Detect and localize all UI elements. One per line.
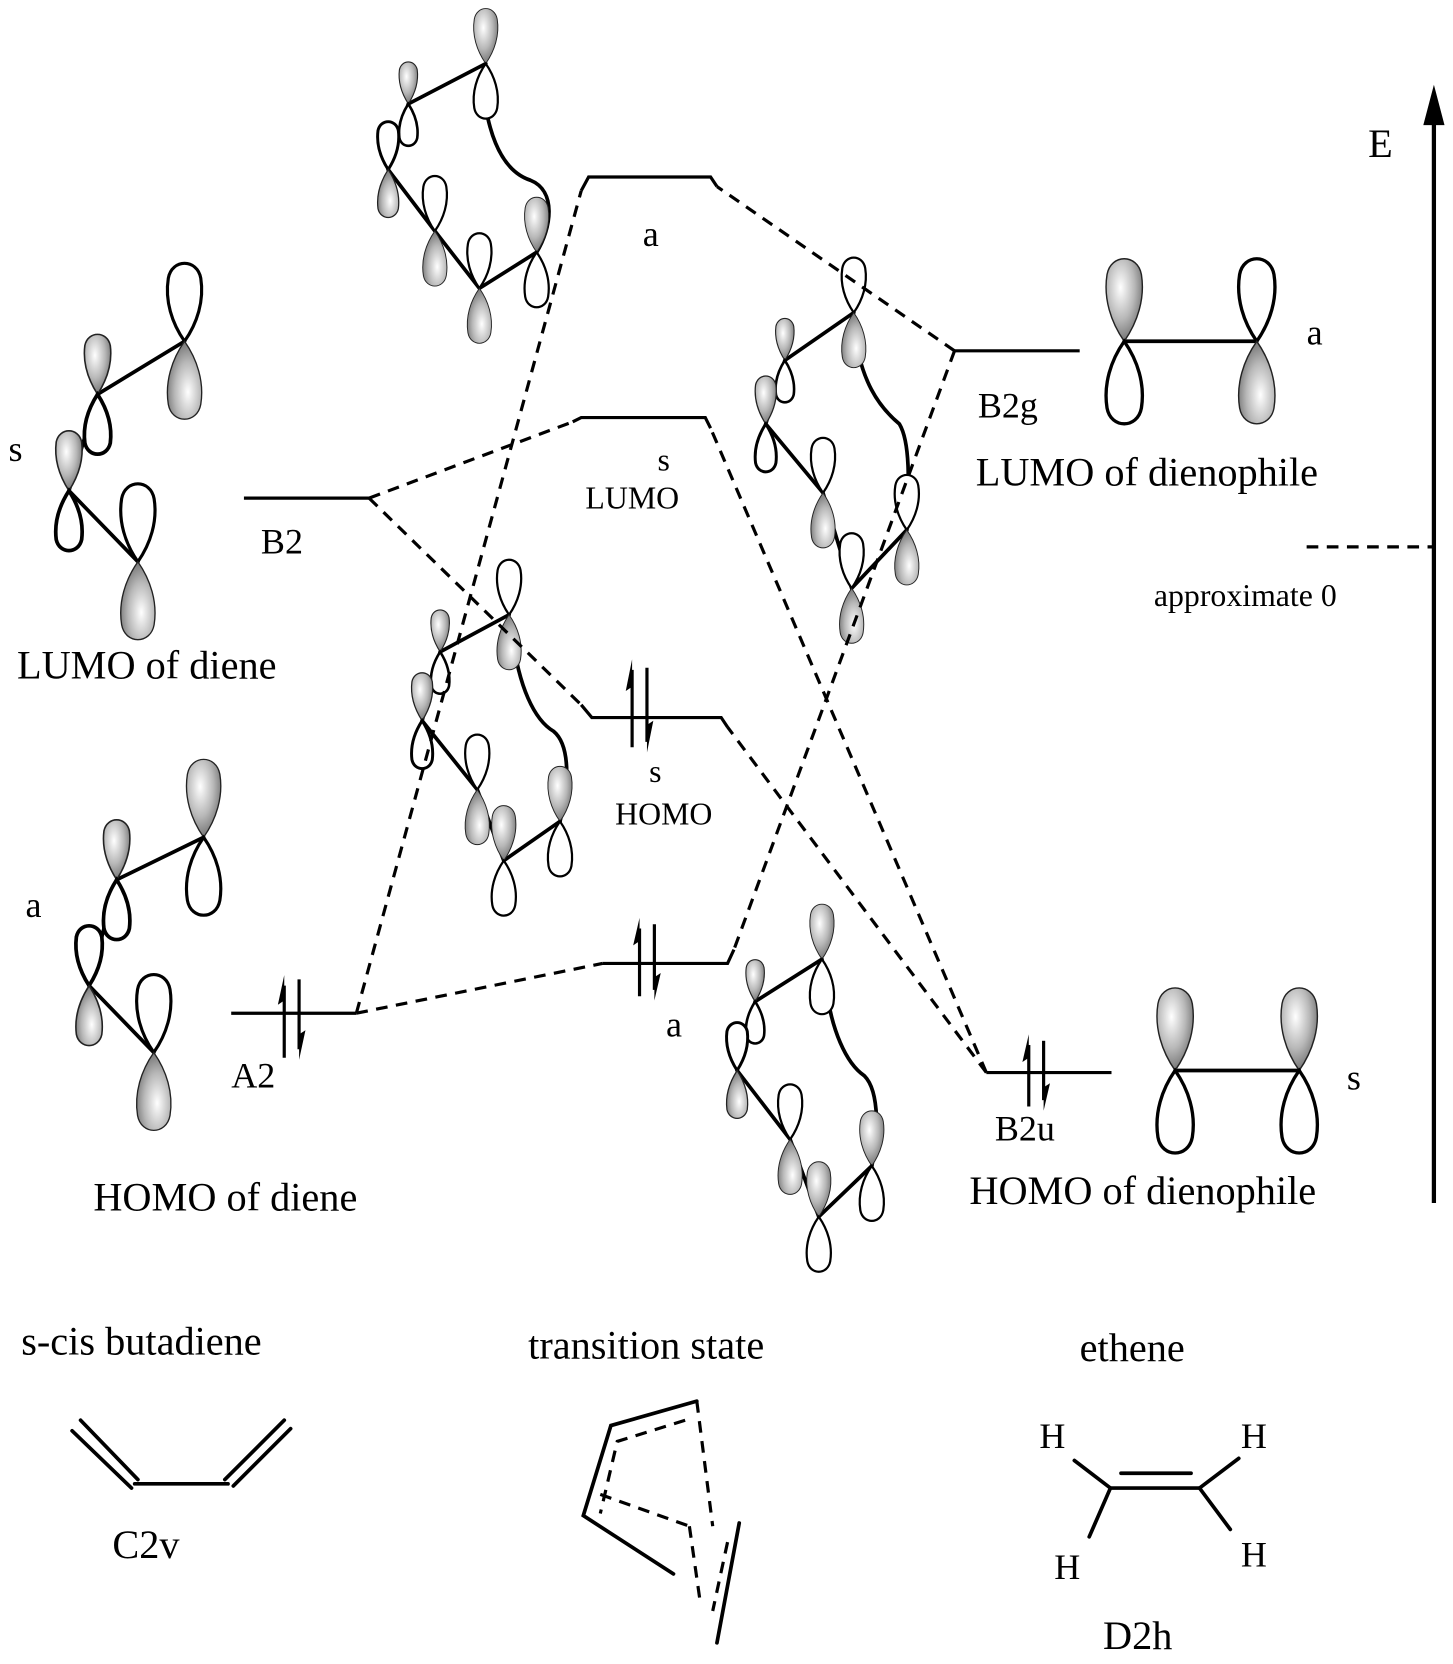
corr-diene-lumo-to-ts-s-lumo	[368, 420, 574, 500]
diene-homo-local-symmetry: a	[25, 885, 41, 925]
ts-level-s-lumo-symmetry: s	[658, 443, 670, 478]
diene-homo-symmetry: A2	[231, 1055, 275, 1095]
axis-arrowhead-icon	[1423, 84, 1445, 126]
dienophile-homo-symmetry: B2u	[995, 1108, 1055, 1148]
dienophile-homo-local-symmetry: s	[1347, 1058, 1361, 1098]
ts-level-s-lumo-tag: LUMO	[585, 481, 679, 516]
ts-level-s-lumo	[572, 416, 713, 429]
diene-lumo-local-symmetry: s	[8, 429, 22, 469]
dienophile-homo-orbital	[1155, 987, 1320, 1155]
ts-orbital-s-homo	[410, 558, 574, 917]
dienophile-lumo-orbital	[1104, 257, 1277, 426]
dienophile-name: ethene	[1080, 1325, 1185, 1370]
dienophile-lumo-local-symmetry: a	[1307, 312, 1323, 352]
ts-level-a-lower-symmetry: a	[666, 1005, 682, 1045]
ts-level-s-homo	[579, 703, 729, 728]
ts-lower-electron-pair-icon	[633, 917, 661, 1001]
ts-orbital-s-lumo	[753, 256, 921, 644]
ts-level-s-homo-tag: HOMO	[615, 797, 712, 832]
diene-homo-caption: HOMO of diene	[93, 1174, 357, 1219]
ethene-h-top-right: H	[1241, 1416, 1267, 1456]
ethene-h-top-left: H	[1039, 1416, 1065, 1456]
ethene-structure: H H H H	[1039, 1416, 1267, 1587]
ethene-h-bottom-left: H	[1054, 1547, 1080, 1587]
corr-diene-lumo-to-ts-s-homo	[367, 497, 583, 706]
ts-homo-electron-pair-icon	[625, 659, 654, 753]
dienophile-lumo-symmetry: B2g	[978, 386, 1038, 426]
ts-level-a-upper	[579, 175, 719, 192]
energy-axis: E approximate 0	[1154, 84, 1445, 1203]
ts-level-s-homo-symmetry: s	[649, 754, 661, 789]
diene-lumo-caption: LUMO of diene	[17, 642, 277, 687]
corr-diene-homo-to-ts-a-lower	[356, 961, 603, 1015]
corr-diene-homo-to-ts-a-upper	[354, 190, 583, 1014]
dienophile-point-group: D2h	[1103, 1613, 1172, 1658]
dienophile-lumo-caption: LUMO of dienophile	[976, 449, 1318, 494]
ts-level-a-upper-symmetry: a	[643, 214, 659, 254]
ethene-h-bottom-right: H	[1241, 1535, 1267, 1575]
butadiene-structure	[70, 1418, 293, 1490]
corr-dienophile-lumo-to-ts-a-lower	[732, 350, 957, 951]
corr-dienophile-homo-to-ts-s-lumo	[709, 427, 988, 1074]
ts-orbital-a-lower	[725, 903, 886, 1273]
dienophile-homo-caption: HOMO of dienophile	[969, 1168, 1316, 1213]
diene-homo-electron-pair-icon	[277, 975, 306, 1060]
zero-energy-label: approximate 0	[1154, 578, 1337, 613]
transition-state-structure	[581, 1399, 742, 1645]
corr-dienophile-lumo-to-ts-a-upper	[716, 185, 956, 353]
diene-lumo-orbital	[53, 261, 204, 641]
ts-level-a-lower	[602, 948, 736, 966]
transition-state-name: transition state	[528, 1323, 764, 1368]
ts-orbital-a-upper	[376, 8, 551, 344]
corr-dienophile-homo-to-ts-s-homo	[726, 726, 988, 1074]
diene-lumo-symmetry: B2	[261, 521, 303, 561]
diene-point-group: C2v	[112, 1522, 180, 1567]
diene-name: s-cis butadiene	[21, 1319, 261, 1364]
diene-homo-orbital	[74, 758, 223, 1132]
energy-axis-label: E	[1368, 121, 1393, 166]
correlation-lines	[354, 185, 988, 1074]
